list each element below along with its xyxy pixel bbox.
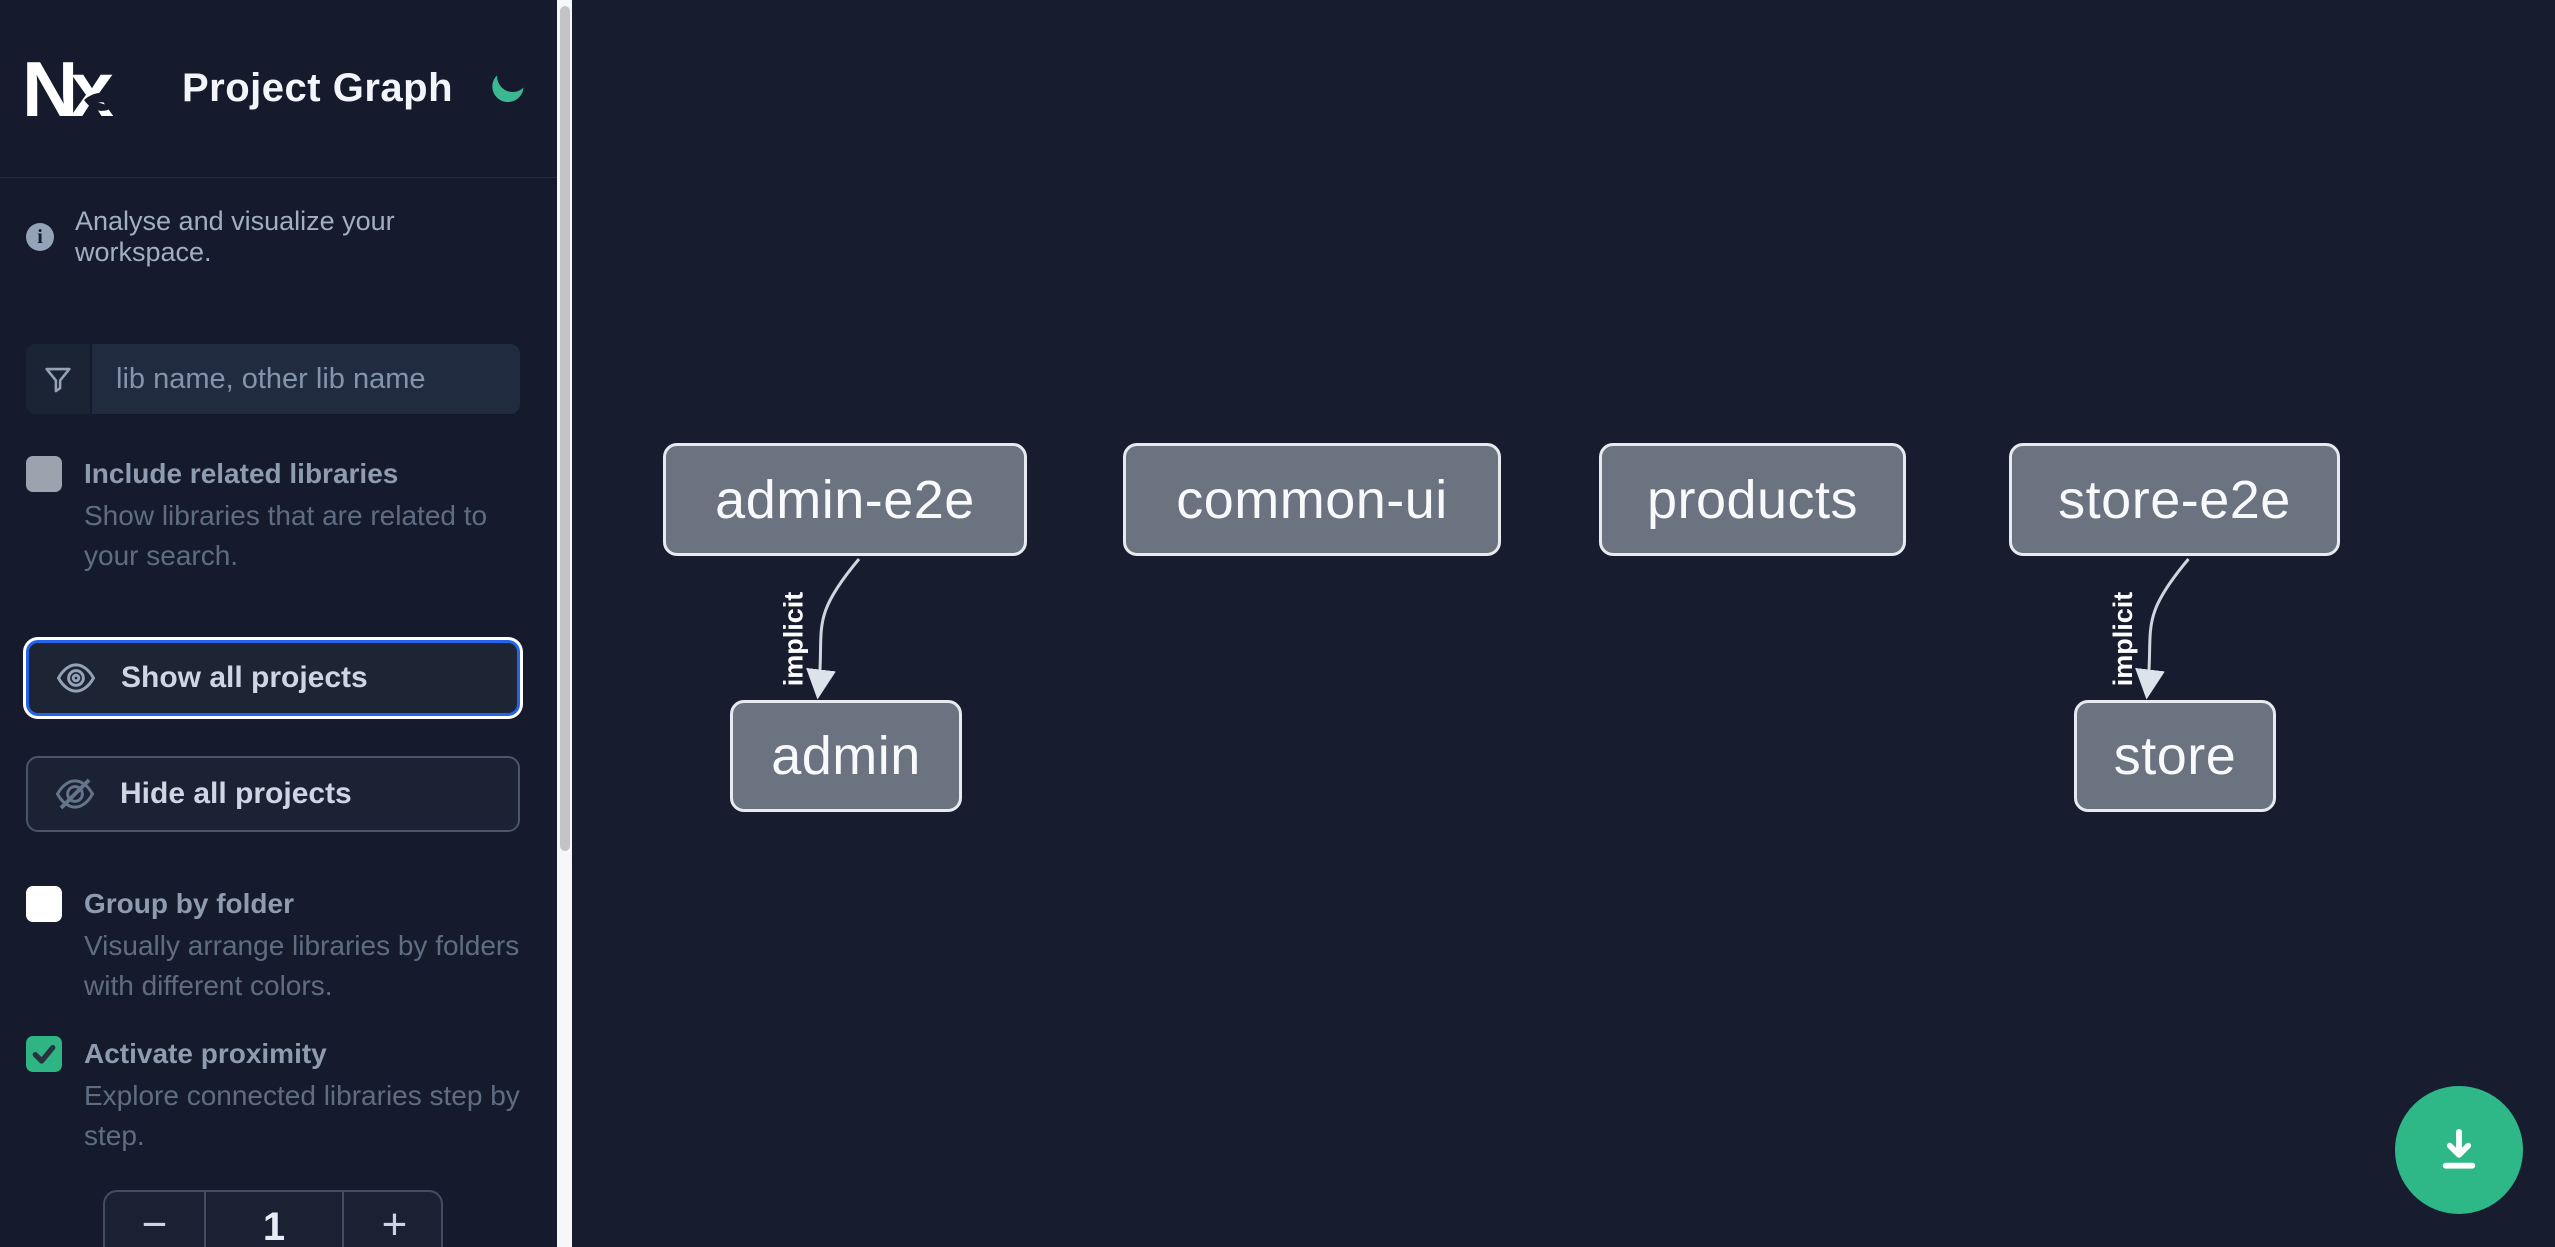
activate-proximity-label: Activate proximity [84,1038,327,1069]
project-graph-canvas[interactable]: implicit implicit admin-e2e common-ui produ… [572,0,2555,1247]
depth-value: 1 [204,1192,344,1247]
increment-button[interactable]: + [344,1192,445,1247]
sidebar-header: Nx Project Graph [0,0,557,178]
decrement-button[interactable]: − [105,1192,204,1247]
include-related-description: Show libraries that are related to your … [84,500,488,571]
proximity-depth-stepper: − 1 + [103,1190,443,1247]
filter-input[interactable] [92,344,520,414]
download-graph-button[interactable] [2395,1086,2523,1214]
include-related-checkbox[interactable] [26,456,62,492]
show-all-projects-label: Show all projects [121,661,368,694]
show-all-projects-button[interactable]: Show all projects [26,640,520,716]
download-icon [2442,1128,2476,1169]
filter-search-box [26,344,520,414]
page-title: Project Graph [182,66,454,110]
hide-all-projects-label: Hide all projects [120,777,352,810]
nx-logo-icon: Nx [26,48,130,130]
graph-edge-admin-e2e-admin [806,558,861,700]
include-related-label: Include related libraries [84,458,399,489]
tagline-row: i Analyse and visualize your workspace. [26,206,520,268]
graph-node-products[interactable]: products [1599,443,1906,556]
group-by-folder-row: Group by folder Visually arrange librari… [26,884,520,1006]
hide-all-projects-button[interactable]: Hide all projects [26,756,520,832]
graph-node-admin-e2e[interactable]: admin-e2e [663,443,1027,556]
graph-edge-store-e2e-store [2135,558,2190,700]
activate-proximity-description: Explore connected libraries step by step… [84,1080,520,1151]
svg-text:Nx: Nx [26,48,113,130]
sidebar-scrollbar-thumb[interactable] [559,6,570,851]
info-icon: i [26,223,54,251]
eye-slash-icon [55,778,95,810]
sidebar-content: i Analyse and visualize your workspace. … [0,206,557,1247]
sidebar-scrollbar-track [557,0,572,1247]
graph-node-store[interactable]: store [2074,700,2276,812]
theme-toggle-button[interactable] [481,63,533,115]
group-by-folder-description: Visually arrange libraries by folders wi… [84,930,520,1001]
checkmark-icon [32,1044,56,1064]
edge-label-admin-e2e: implicit [779,592,809,687]
include-related-row: Include related libraries Show libraries… [26,454,520,576]
edge-label-store-e2e: implicit [2108,592,2138,687]
moon-icon [492,74,524,102]
activate-proximity-row: Activate proximity Explore connected lib… [26,1034,520,1156]
group-by-folder-checkbox[interactable] [26,886,62,922]
graph-node-admin[interactable]: admin [730,700,962,812]
graph-edges-layer: implicit implicit [776,558,2190,700]
tagline-text: Analyse and visualize your workspace. [75,206,395,267]
eye-icon [56,663,96,693]
funnel-icon [26,344,92,414]
sidebar: Nx Project Graph i Analyse and visualize… [0,0,557,1247]
graph-node-store-e2e[interactable]: store-e2e [2009,443,2340,556]
graph-node-common-ui[interactable]: common-ui [1123,443,1501,556]
group-by-folder-label: Group by folder [84,888,294,919]
activate-proximity-checkbox[interactable] [26,1036,62,1072]
